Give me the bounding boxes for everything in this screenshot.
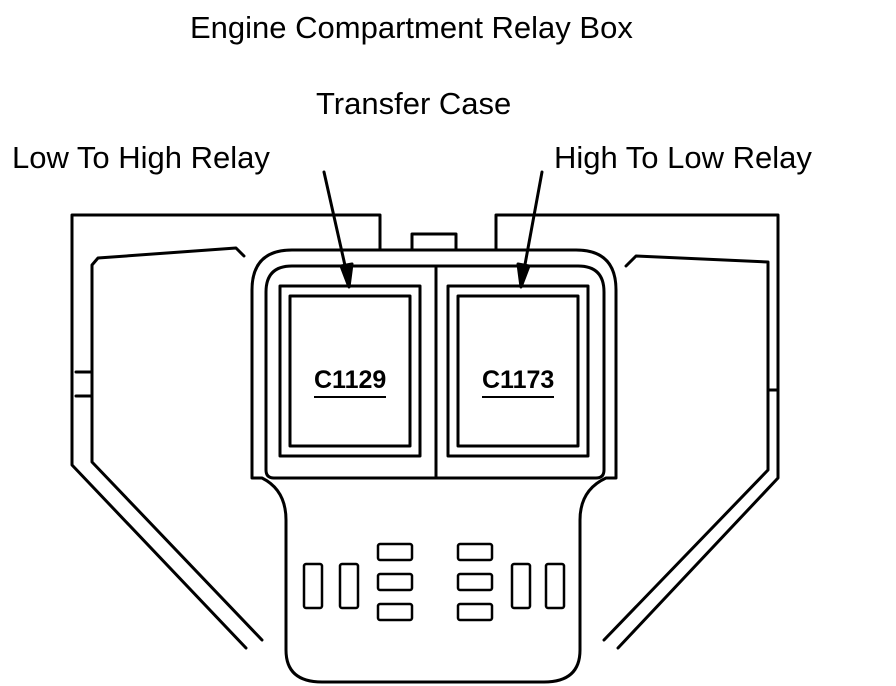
terminal-slot (456, 602, 494, 622)
terminal-slots (302, 542, 566, 622)
relay-right-inner (456, 294, 580, 448)
terminal-slot (456, 572, 494, 592)
terminal-slot (376, 602, 414, 622)
low-to-high-relay-label: Low To High Relay (12, 140, 270, 175)
terminal-slot (544, 562, 566, 610)
terminal-slot (338, 562, 360, 610)
terminal-slot (302, 562, 324, 610)
terminal-slot (456, 542, 494, 562)
housing-left-inner (90, 246, 264, 642)
terminal-slot (376, 542, 414, 562)
housing-left-wing (70, 213, 382, 650)
relay-right-outer (446, 284, 590, 458)
arrow-low-to-high (339, 262, 354, 289)
housing-right-wing (494, 213, 780, 650)
leader-low-to-high (322, 170, 348, 272)
arrow-high-to-low (516, 262, 531, 289)
top-key (410, 232, 458, 252)
transfer-case-label: Transfer Case (316, 86, 512, 121)
relay-cavity (264, 264, 606, 480)
diagram-title: Engine Compartment Relay Box (190, 10, 633, 45)
high-to-low-relay-label: High To Low Relay (554, 140, 812, 175)
leader-high-to-low (522, 170, 544, 272)
relay-left-inner (288, 294, 412, 448)
terminal-slot (510, 562, 532, 610)
connector-c1129-label: C1129 (314, 368, 387, 398)
housing-right-inner (602, 254, 770, 642)
connector-body (250, 248, 618, 684)
connector-c1173-label: C1173 (482, 368, 555, 398)
terminal-slot (376, 572, 414, 592)
housing-left-tab (74, 370, 94, 398)
